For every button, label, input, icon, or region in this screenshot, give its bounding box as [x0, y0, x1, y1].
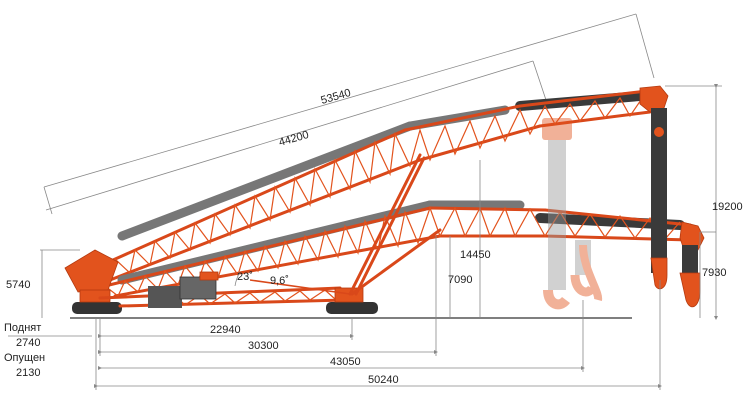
engine-block [148, 286, 182, 308]
dimension-30300: 30300 [98, 236, 438, 356]
angle-23: 23˚ [237, 271, 253, 283]
lower-pipe [682, 245, 698, 273]
ghost-discharge-pipes [542, 118, 603, 310]
tail-hopper [64, 249, 119, 293]
label-7090: 7090 [448, 274, 472, 286]
dimension-50240: 50240 [94, 280, 662, 390]
angle-9-6: 9,6˚ [270, 275, 289, 287]
label-43050: 43050 [330, 356, 361, 368]
label-raised-value: 2740 [16, 337, 40, 349]
label-lowered: Опущен [4, 352, 45, 364]
label-5740: 5740 [6, 279, 30, 291]
label-lowered-value: 2130 [16, 367, 40, 379]
chassis [64, 153, 442, 314]
operator-cab [179, 276, 217, 300]
dimension-7090: 7090 [448, 236, 472, 318]
label-44200: 44200 [278, 129, 311, 149]
dimension-5740: 5740 [6, 249, 80, 318]
label-raised: Поднят [4, 322, 41, 334]
label-14450: 14450 [460, 249, 491, 261]
dimension-44200: 44200 [45, 60, 549, 211]
upper-pipe [651, 108, 667, 273]
label-7930: 7930 [702, 267, 726, 279]
front-crawler [326, 302, 378, 314]
lower-belt [117, 200, 435, 285]
dimension-14450: 14450 [460, 160, 491, 318]
discharge-pipes [650, 108, 701, 308]
rear-crawler [72, 302, 122, 314]
lower-lattice [104, 206, 681, 297]
upper-belt [117, 121, 415, 241]
dimension-19200: 19200 [665, 84, 743, 320]
upper-support-strut [348, 153, 422, 296]
label-22940: 22940 [210, 324, 241, 336]
label-53540: 53540 [320, 87, 353, 107]
label-19200: 19200 [712, 201, 743, 213]
hydraulic-cylinder [350, 228, 442, 296]
dimension-22940: 22940 [98, 318, 354, 340]
upper-lattice [94, 93, 646, 282]
dimension-7930: 7930 [699, 231, 726, 318]
dimension-43050: 43050 [98, 300, 585, 372]
label-30300: 30300 [248, 340, 279, 352]
upper-boom [93, 85, 669, 282]
position-labels: Поднят 2740 Опущен 2130 [4, 322, 92, 379]
label-50240: 50240 [368, 374, 399, 386]
